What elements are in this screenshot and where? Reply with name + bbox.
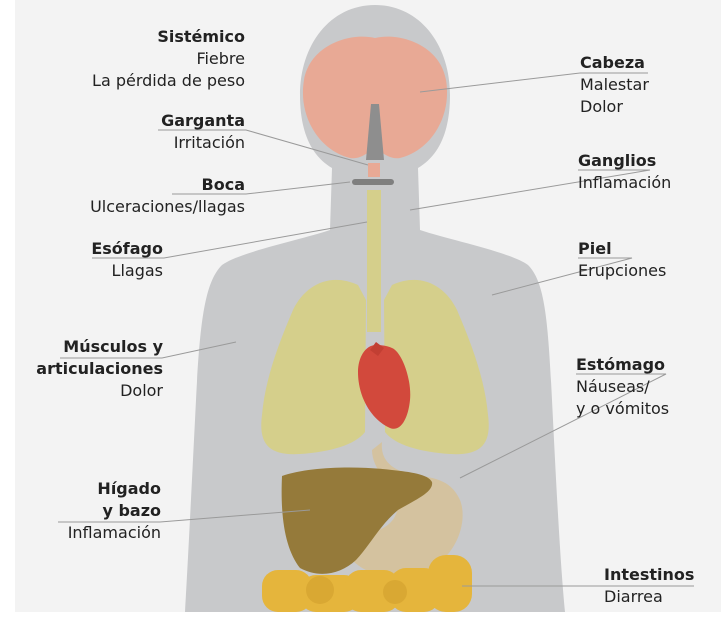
esophagus (367, 190, 381, 332)
throat (368, 163, 380, 177)
label-higado: Hígado y bazo Inflamación (68, 478, 161, 544)
label-line: Ulceraciones/llagas (90, 196, 245, 218)
label-title: Garganta (161, 110, 245, 132)
label-title: Ganglios (578, 150, 671, 172)
label-esofago: Esófago Llagas (91, 238, 163, 282)
label-line: Erupciones (578, 260, 666, 282)
label-line: La pérdida de peso (92, 70, 245, 92)
label-title: Piel (578, 238, 666, 260)
label-line: y o vómitos (576, 398, 669, 420)
label-ganglios: Ganglios Inflamación (578, 150, 671, 194)
label-title: Músculos y (36, 336, 163, 358)
label-title: Esófago (91, 238, 163, 260)
label-piel: Piel Erupciones (578, 238, 666, 282)
label-line: Dolor (36, 380, 163, 402)
label-intestinos: Intestinos Diarrea (604, 564, 694, 608)
label-title: articulaciones (36, 358, 163, 380)
label-musculos: Músculos y articulaciones Dolor (36, 336, 163, 402)
label-sistemico: Sistémico Fiebre La pérdida de peso (92, 26, 245, 92)
label-title: Intestinos (604, 564, 694, 586)
label-title: Hígado (68, 478, 161, 500)
label-line: Irritación (161, 132, 245, 154)
label-line: Llagas (91, 260, 163, 282)
label-title: Boca (90, 174, 245, 196)
label-line: Diarrea (604, 586, 694, 608)
label-title: y bazo (68, 500, 161, 522)
label-garganta: Garganta Irritación (161, 110, 245, 154)
label-cabeza: Cabeza Malestar Dolor (580, 52, 649, 118)
mouth (352, 179, 394, 185)
label-line: Malestar (580, 74, 649, 96)
label-line: Dolor (580, 96, 649, 118)
label-title: Estómago (576, 354, 669, 376)
label-estomago: Estómago Náuseas/ y o vómitos (576, 354, 669, 420)
label-title: Cabeza (580, 52, 649, 74)
label-line: Inflamación (578, 172, 671, 194)
label-line: Inflamación (68, 522, 161, 544)
label-line: Náuseas/ (576, 376, 669, 398)
label-boca: Boca Ulceraciones/llagas (90, 174, 245, 218)
label-line: Fiebre (92, 48, 245, 70)
label-title: Sistémico (92, 26, 245, 48)
